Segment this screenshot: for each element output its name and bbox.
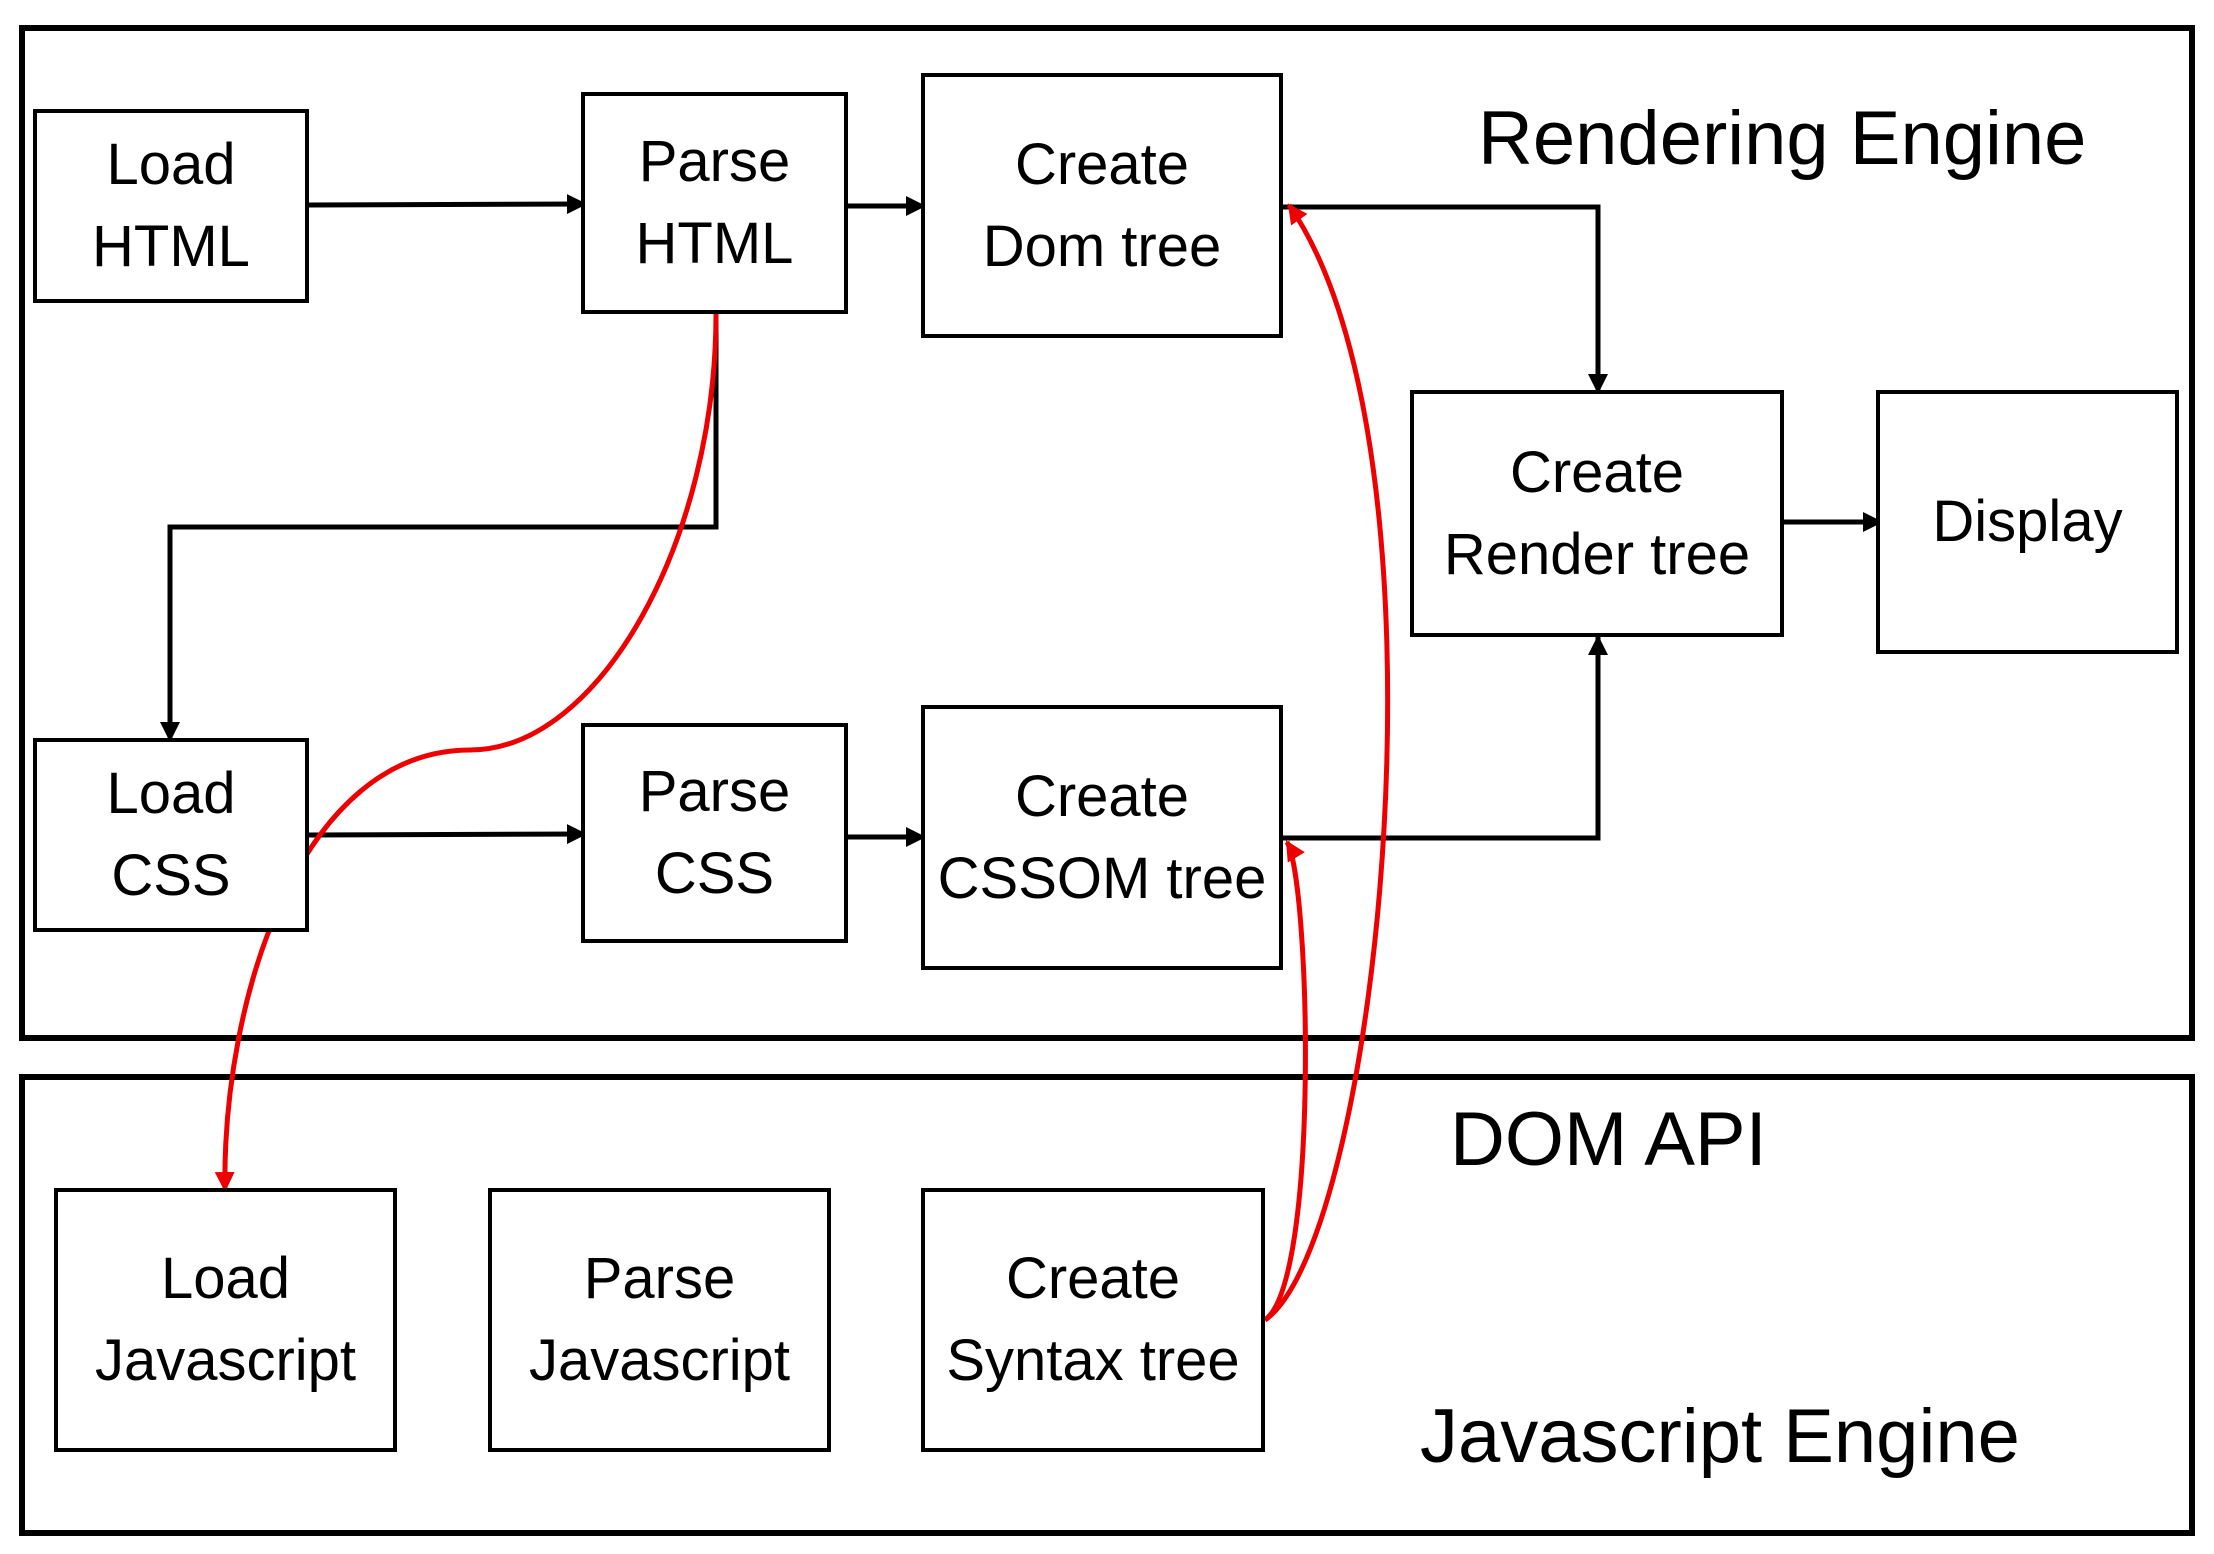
load-css-node: Load CSS [33,738,309,932]
create-render-tree-node: Create Render tree [1410,390,1784,637]
create-dom-line1: Create [1014,131,1190,197]
parse-css-line1: Parse [638,759,791,824]
dom-api-heading: DOM API [1450,1097,1767,1182]
create-render-line1: Create [1509,439,1685,505]
create-render-line2: Render tree [1443,521,1751,587]
create-cssom-tree-node: Create CSSOM tree [921,705,1283,970]
create-dom-line2: Dom tree [982,213,1222,279]
display-line1: Display [1932,489,2123,554]
load-js-line2: Javascript [94,1328,357,1393]
rendering-engine-heading: Rendering Engine [1478,96,2087,181]
parse-css-node: Parse CSS [581,723,848,943]
create-syntax-tree-node: Create Syntax tree [921,1188,1265,1452]
parse-css-line2: CSS [654,841,775,906]
load-html-line1: Load [106,132,236,197]
parse-js-line2: Javascript [528,1328,791,1393]
load-html-line2: HTML [92,214,250,279]
load-css-line2: CSS [111,843,231,908]
parse-javascript-node: Parse Javascript [488,1188,831,1452]
create-syntax-line1: Create [1005,1246,1181,1311]
parse-html-line2: HTML [635,211,794,276]
display-node: Display [1876,390,2179,654]
parse-html-node: Parse HTML [581,92,848,314]
create-cssom-line2: CSSOM tree [937,845,1267,911]
javascript-engine-panel [19,1074,2195,1536]
create-cssom-line1: Create [1014,763,1190,829]
parse-js-line1: Parse [583,1246,736,1311]
load-javascript-node: Load Javascript [54,1188,397,1452]
load-html-node: Load HTML [33,109,309,303]
create-syntax-line2: Syntax tree [946,1328,1240,1393]
create-dom-tree-node: Create Dom tree [921,73,1283,338]
load-css-line1: Load [106,761,236,826]
javascript-engine-heading: Javascript Engine [1420,1394,2020,1479]
rendering-engine-panel [19,25,2195,1041]
parse-html-line1: Parse [638,129,791,194]
load-js-line1: Load [160,1246,291,1311]
